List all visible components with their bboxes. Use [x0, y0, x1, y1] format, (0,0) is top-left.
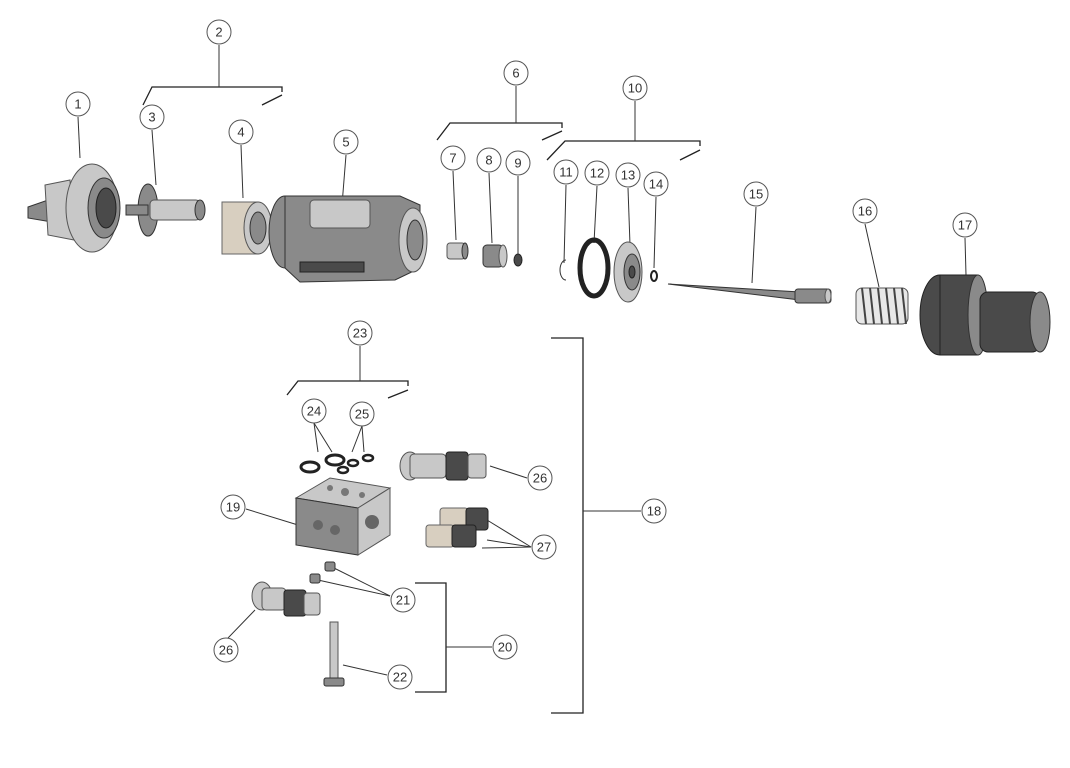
- bracket-group-6: [436, 86, 563, 141]
- bracket-group-2: [142, 45, 283, 106]
- part-11-retaining-ring: [559, 259, 567, 281]
- part-8-seal-housing: [482, 244, 508, 268]
- part-26-lower-elbow-fitting: [251, 581, 321, 617]
- part-16-spring: [855, 287, 909, 325]
- bracket-group-10: [546, 101, 701, 161]
- part-15-needle: [667, 283, 832, 304]
- part-1-air-cap: [27, 163, 121, 253]
- part-27-straight-fittings: [425, 507, 489, 548]
- part-17-knob: [919, 274, 1051, 356]
- bracket-group-20: [415, 582, 492, 693]
- part-5-gun-body: [268, 195, 428, 283]
- part-14-small-o-ring: [650, 270, 658, 282]
- part-3-fluid-nozzle: [125, 183, 206, 237]
- bracket-group-23: [286, 346, 409, 399]
- part-4-nozzle-ring: [221, 201, 273, 255]
- part-7-bushing: [446, 242, 469, 260]
- part-19-manifold-block: [294, 477, 392, 556]
- bracket-group-18: [551, 337, 641, 714]
- leader-lines: [77, 116, 967, 676]
- part-21-plugs: [309, 561, 336, 584]
- part-9-o-ring: [513, 253, 523, 267]
- part-22-screw: [323, 621, 345, 687]
- part-26-upper-elbow-fitting: [399, 451, 487, 481]
- part-13-seal-disc: [613, 241, 643, 303]
- part-24-25-o-rings: [299, 453, 375, 475]
- part-12-large-o-ring: [577, 237, 611, 299]
